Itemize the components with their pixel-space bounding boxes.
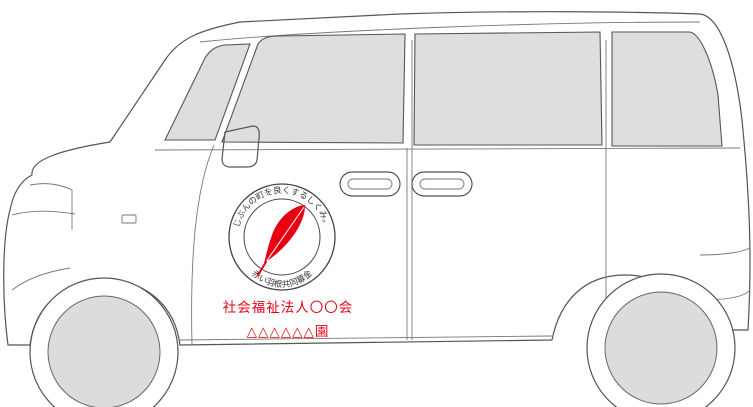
side-marker (121, 214, 137, 224)
front-door-seam (191, 144, 215, 346)
organization-name: 社会福祉法人〇〇会 (223, 300, 354, 316)
rear-door-handle (411, 171, 473, 197)
red-feather-icon (257, 205, 305, 276)
front-door-handle (339, 171, 401, 197)
windows (164, 31, 723, 168)
facility-name: △△△△△△園 (247, 324, 330, 340)
red-feather-emblem: じぶんの町を良くするしくみ。 赤い羽根共同募金 (228, 183, 336, 291)
windshield (164, 43, 251, 141)
doors (121, 40, 607, 346)
rear-side-window (413, 31, 603, 146)
quarter-window (611, 31, 723, 147)
side-mirror (221, 125, 260, 168)
front-side-window (221, 33, 406, 144)
rear-wheel (586, 273, 736, 407)
front-wheel (29, 277, 179, 407)
door-lettering: 社会福祉法人〇〇会 △△△△△△園 (223, 300, 354, 340)
